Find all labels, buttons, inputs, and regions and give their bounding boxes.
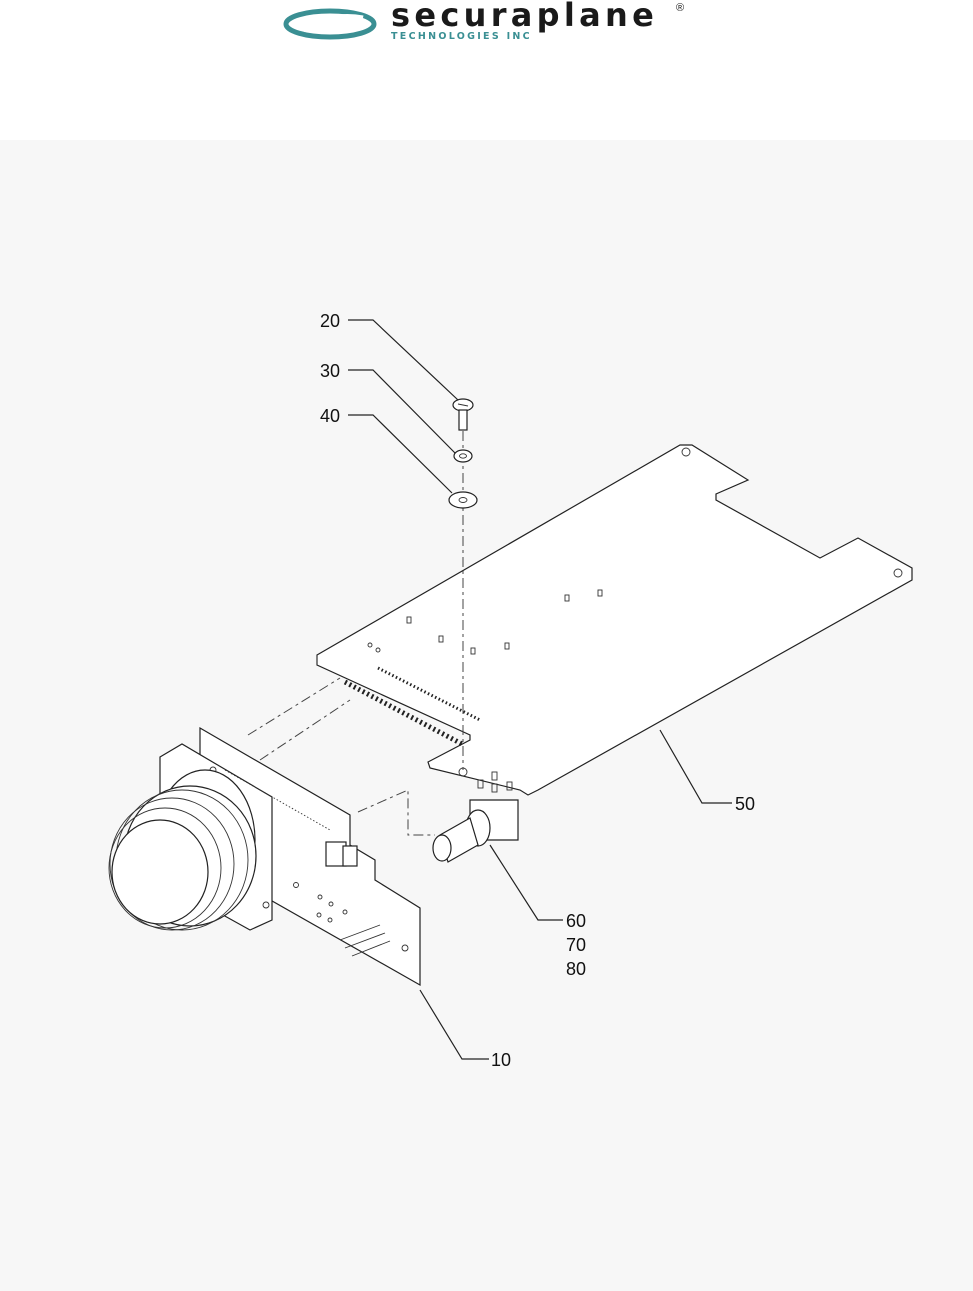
callout-80: 80: [566, 959, 586, 979]
callout-60: 60: [566, 911, 586, 931]
connector-assembly-10: [109, 728, 420, 985]
callout-70: 70: [566, 935, 586, 955]
callout-20: 20: [320, 311, 340, 331]
circuit-board-50: [317, 445, 912, 795]
screw-20: [453, 399, 473, 430]
coax-connector-60: [433, 800, 518, 862]
flat-washer-40: [449, 492, 477, 508]
callout-40: 40: [320, 406, 340, 426]
lock-washer-30: [454, 450, 472, 462]
callout-10: 10: [491, 1050, 511, 1070]
circular-connector: [109, 770, 256, 930]
callout-30: 30: [320, 361, 340, 381]
callout-50: 50: [735, 794, 755, 814]
